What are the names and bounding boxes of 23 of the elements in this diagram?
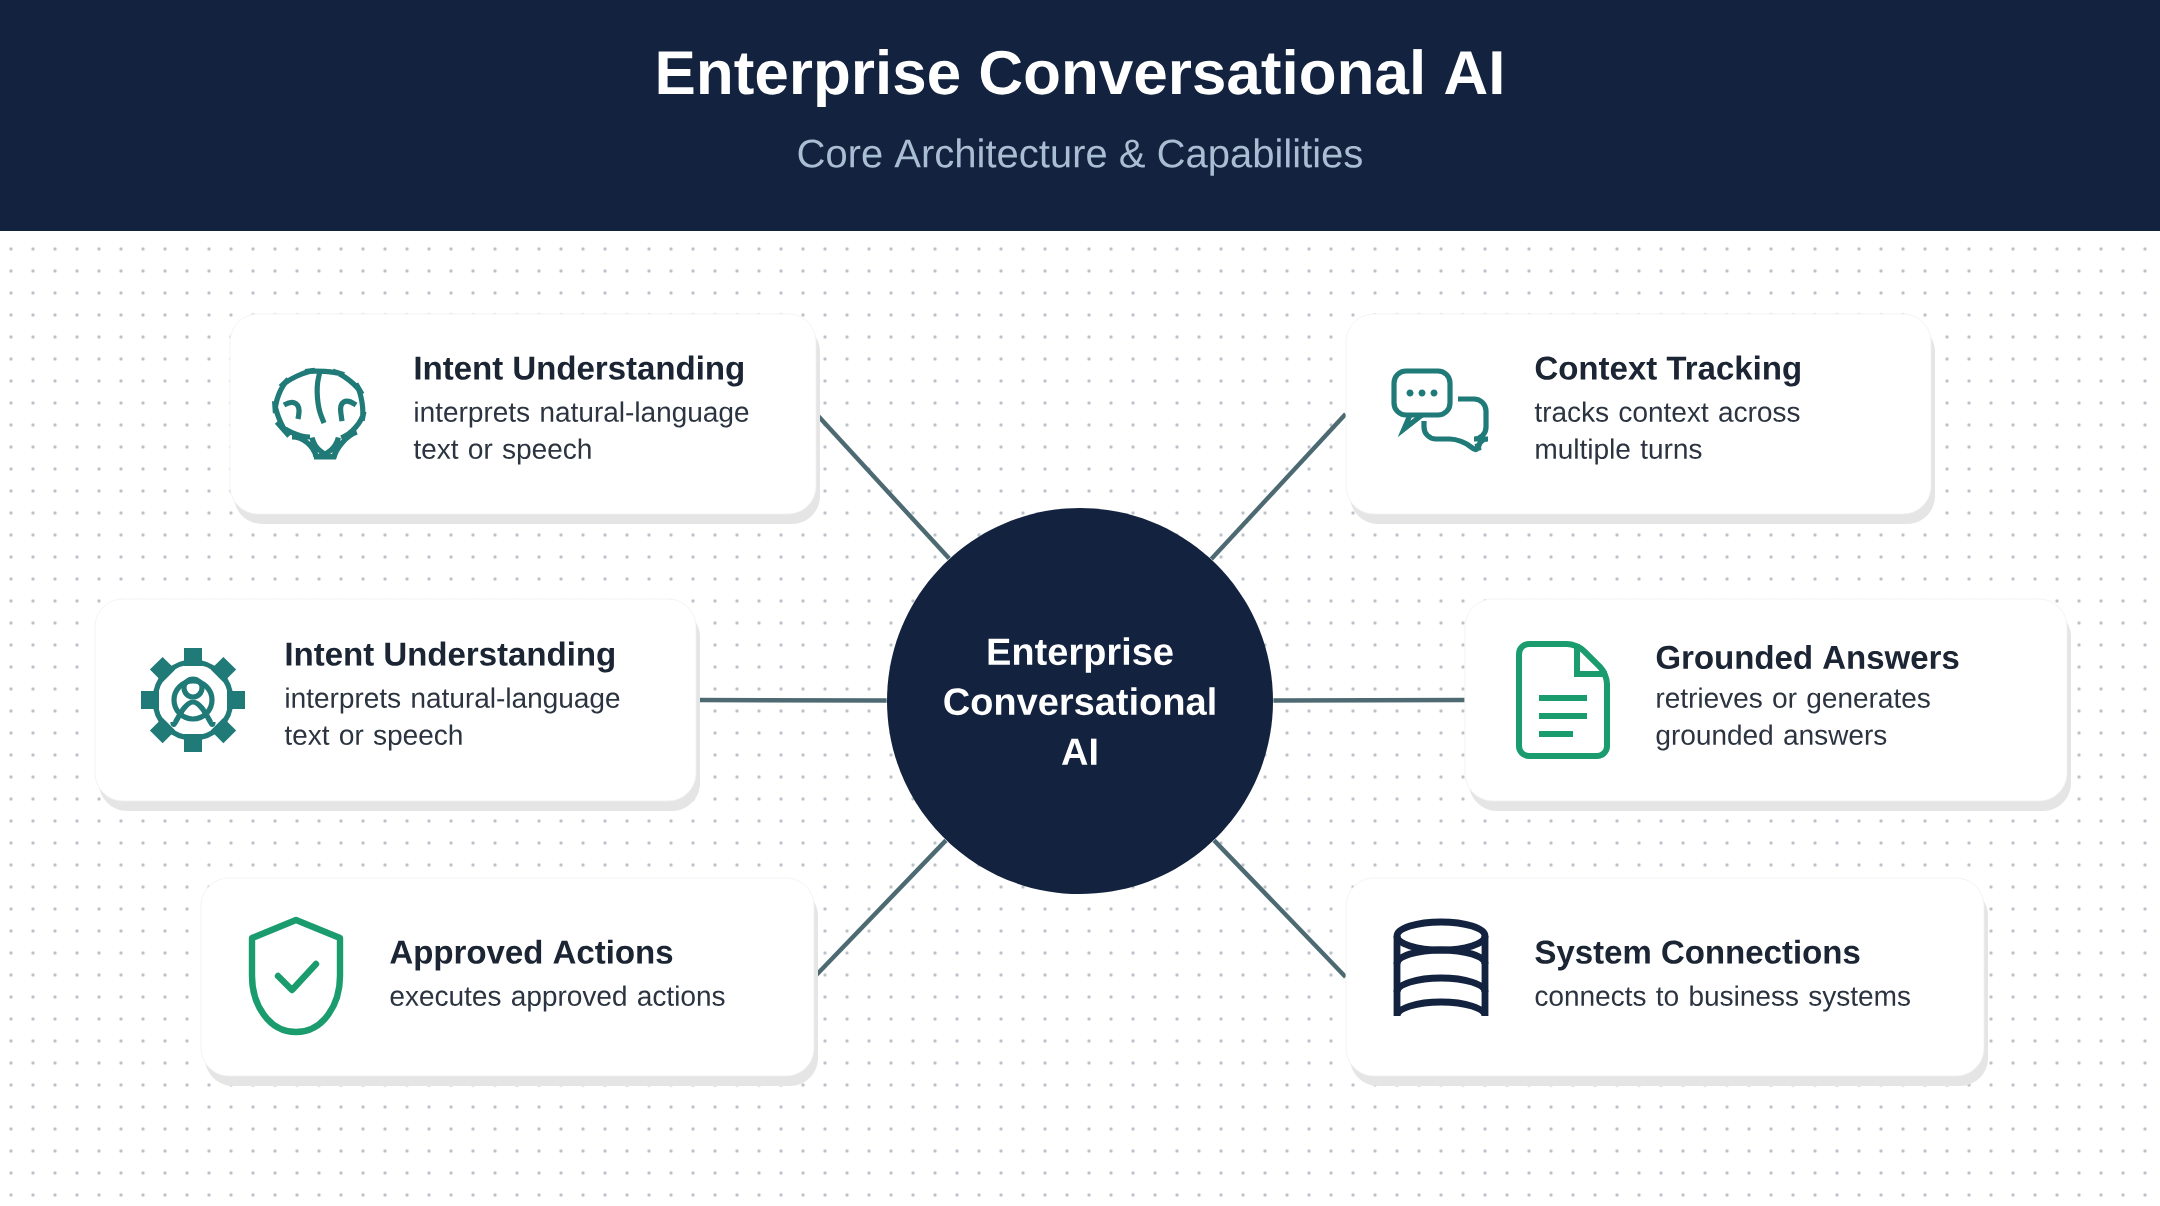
connector-line [1273,697,1465,703]
card-title: Grounded Answers [1656,644,1959,670]
capability-card [1345,313,1935,524]
title: Enterprise Conversational AI [658,49,1502,107]
card-description: connects to business systems [1535,985,1910,1012]
capability-card [200,877,818,1086]
card-title: System Connections [1535,939,1860,971]
card-description: interprets natural-language text or speech [413,401,749,465]
card-title: Intent Understanding [415,355,743,387]
capability-card [1345,877,1988,1086]
card-title: Context Tracking [1535,355,1800,387]
connector-line [1209,412,1348,561]
capability-card [1464,598,2071,811]
card-description: tracks context across multiple turns [1534,401,1800,465]
card-description: retrieves or generates grounded answers [1656,687,1930,751]
card-description: executes approved actions [390,985,725,1012]
card-title: Intent Understanding [286,641,614,673]
capability-card [94,598,700,811]
connector-line [1212,838,1348,979]
subtitle: Core Architecture & Capabilities [798,138,1362,176]
card-description: interprets natural-language text or speech [284,687,620,751]
card-title: Approved Actions [390,939,673,971]
capability-card [229,313,820,524]
